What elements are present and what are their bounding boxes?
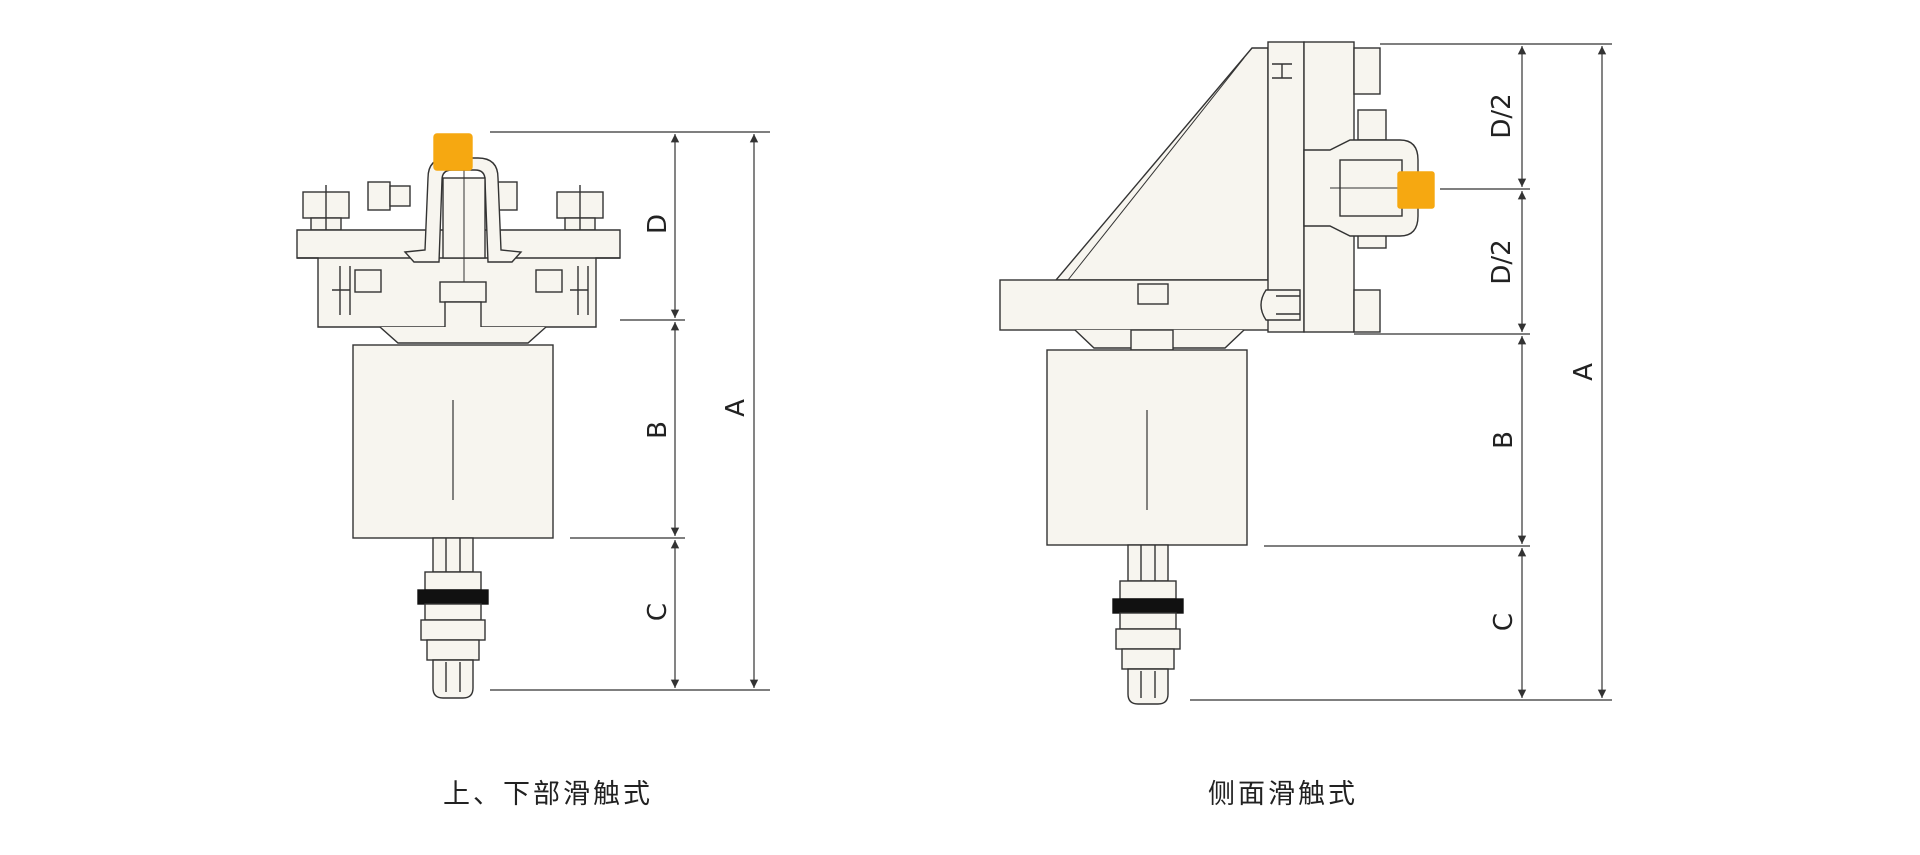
left-dim-c: C xyxy=(643,603,673,621)
side-black-washer xyxy=(1112,598,1184,614)
left-dimension-labels: D B C A xyxy=(643,214,751,621)
side-contact-shoe xyxy=(1397,171,1435,209)
black-washer xyxy=(417,589,489,605)
caption-side-contact: 侧面滑触式 xyxy=(1208,779,1358,810)
terminal-lug xyxy=(432,659,474,699)
right-dim-b: B xyxy=(1489,431,1519,449)
left-dimension-lines xyxy=(490,131,770,691)
bottom-top-contact-drawing xyxy=(296,133,621,699)
right-dim-c: C xyxy=(1489,613,1519,631)
side-contact-drawing xyxy=(999,41,1435,705)
left-dim-b: B xyxy=(643,421,673,439)
right-dim-d-half-bottom: D/2 xyxy=(1487,239,1517,284)
triangular-support xyxy=(1054,47,1269,281)
caption-bottom-top-contact: 上、下部滑触式 xyxy=(443,779,653,810)
top-left-bolt xyxy=(302,185,350,231)
mounting-plate xyxy=(1267,41,1305,333)
right-dimension-labels: D/2 D/2 B C A xyxy=(1487,93,1599,631)
contact-shoe xyxy=(433,133,473,171)
top-right-bolt xyxy=(556,185,604,231)
left-dim-a: A xyxy=(721,399,751,417)
right-dim-d-half-top: D/2 xyxy=(1487,93,1517,138)
left-dim-d: D xyxy=(643,214,673,234)
right-dim-a: A xyxy=(1569,363,1599,381)
side-terminal-lug xyxy=(1127,668,1169,705)
right-dimension-lines xyxy=(1190,43,1612,701)
